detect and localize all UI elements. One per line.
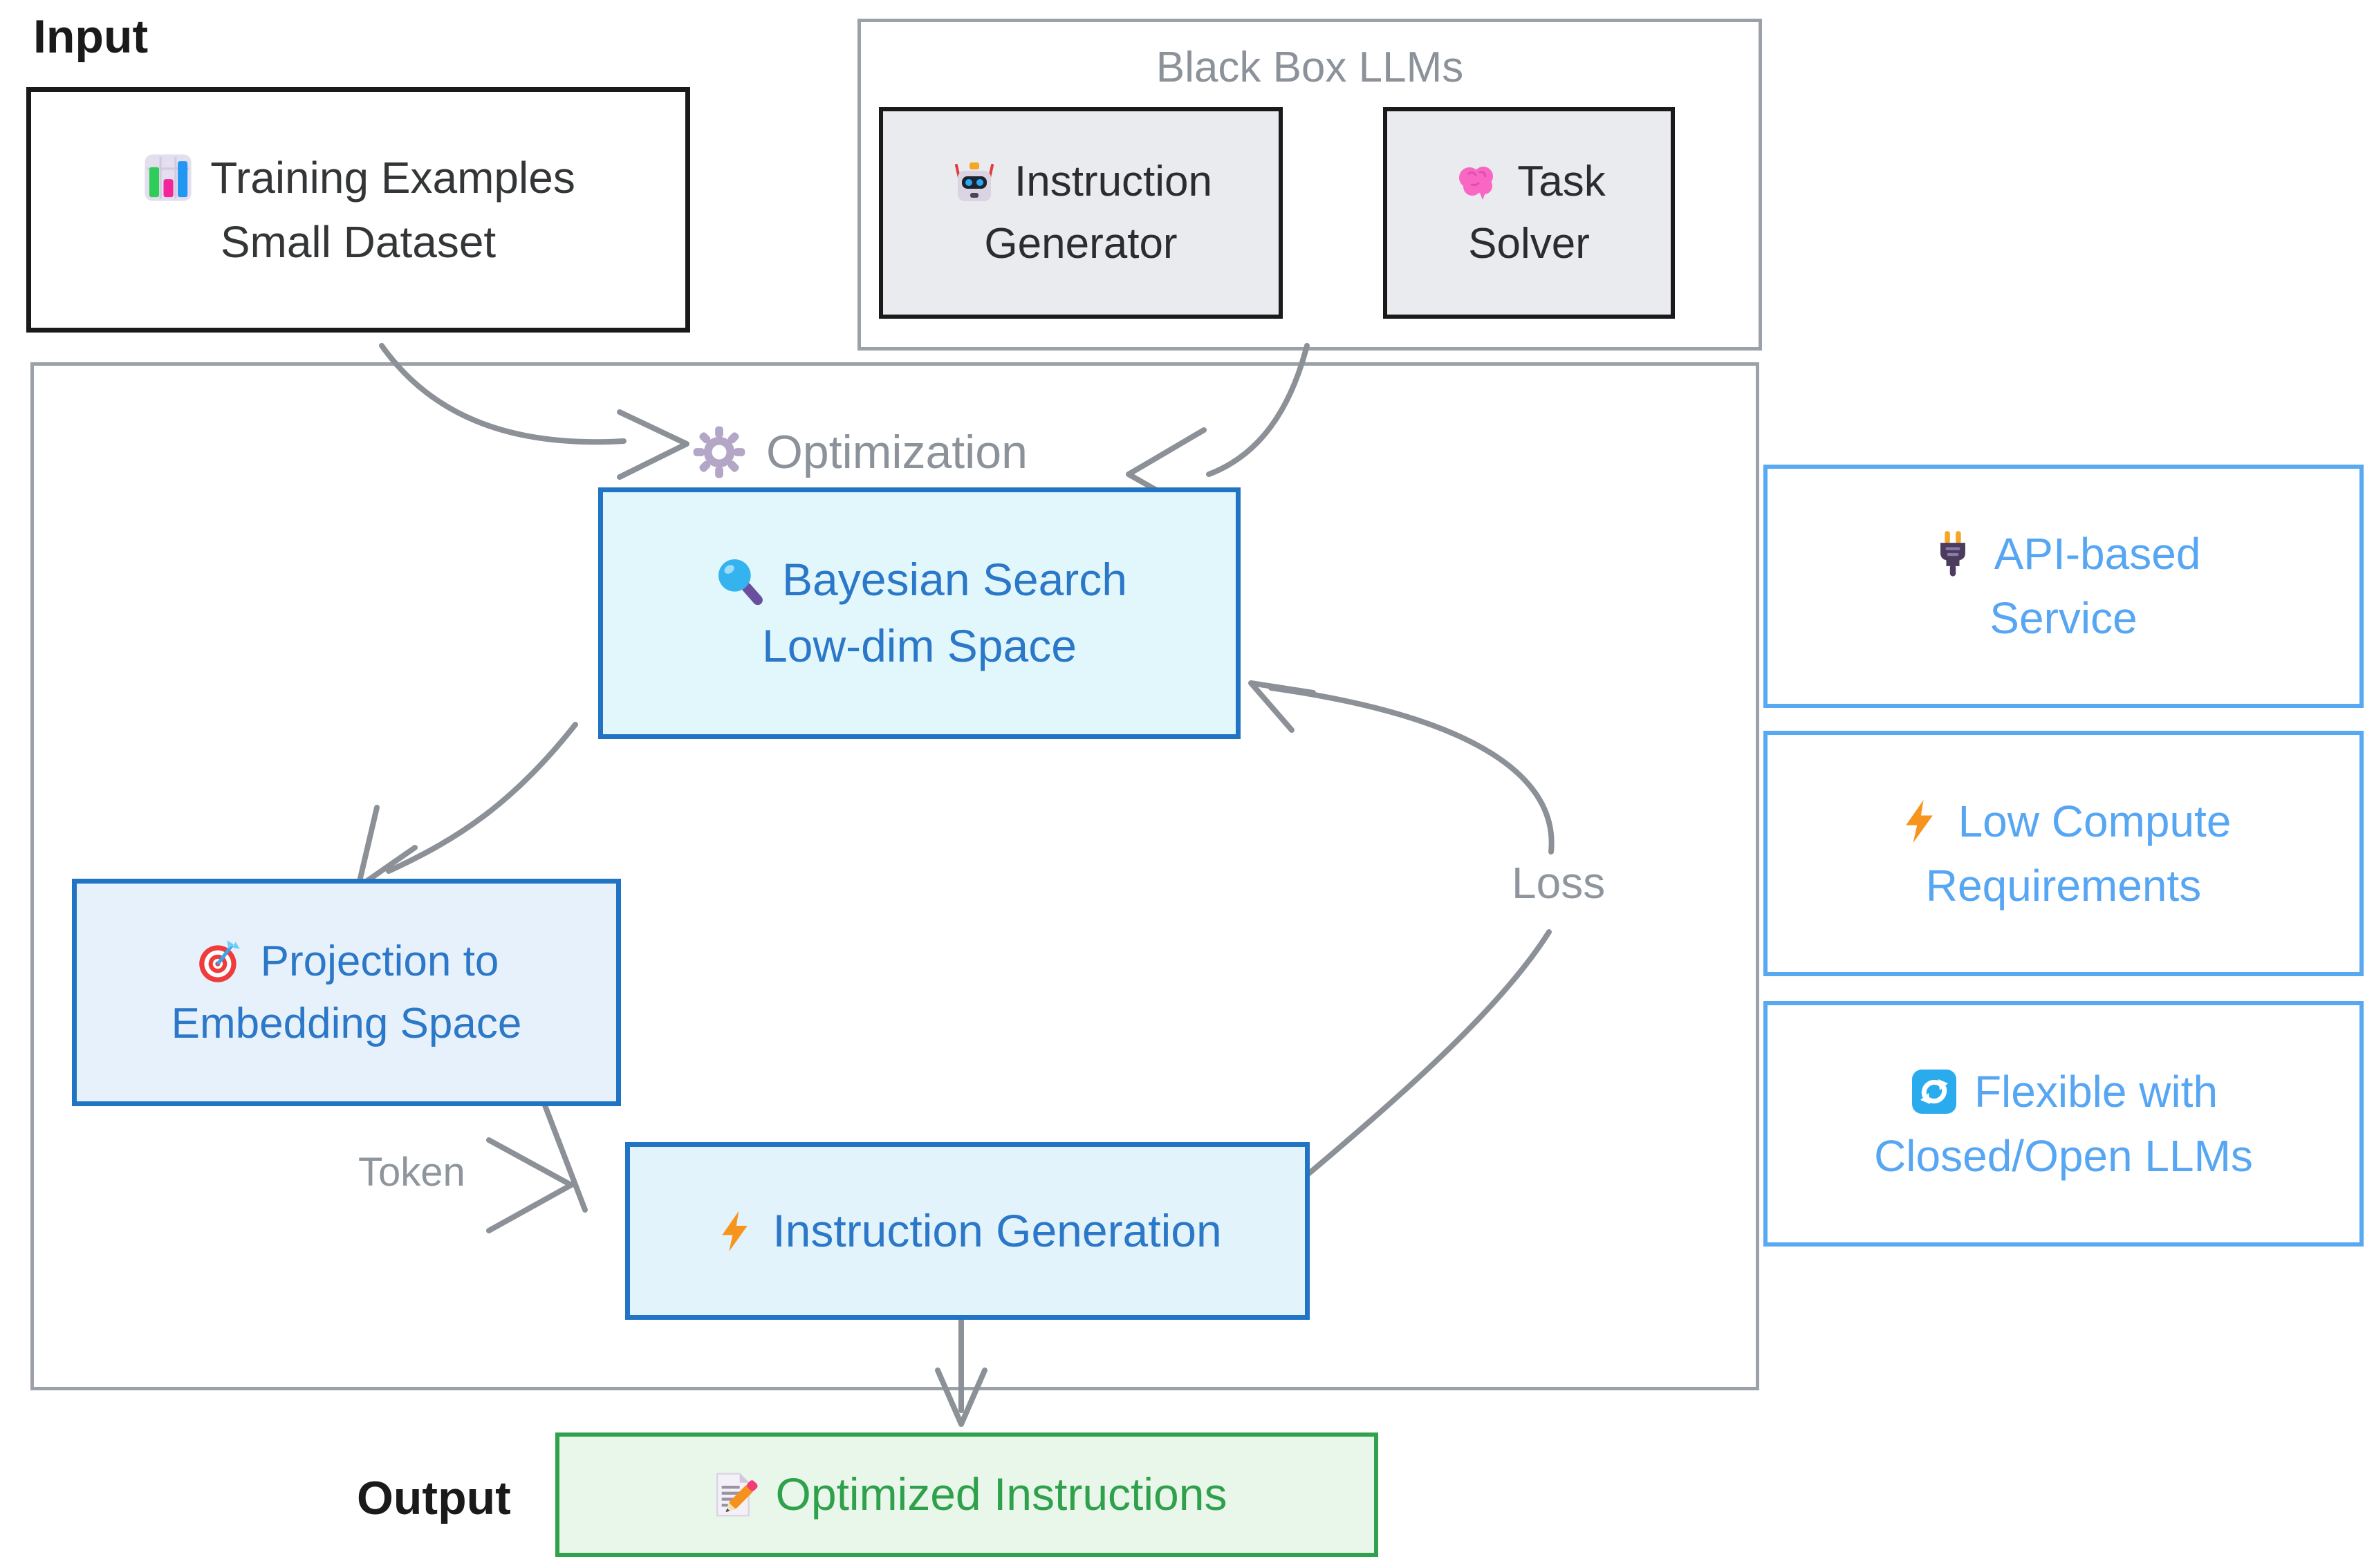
optimized-instructions-label: Optimized Instructions [775,1468,1227,1520]
bayesian-search-line1: Bayesian Search [782,554,1127,606]
lightning-icon [1905,799,1933,843]
gear-icon [693,426,745,478]
magnifier-icon [718,559,763,606]
optimization-title: Optimization [766,426,1028,478]
arrowhead-bayesian-to-projection [355,805,418,890]
feature-flexible-line1: Flexible with [1974,1066,2218,1117]
plug-icon [1940,530,1965,577]
blackbox-llms-title: Black Box LLMs [1156,44,1464,91]
projection-node: Projection to Embedding Space [72,879,621,1106]
edge-bayesian-to-projection [386,722,578,874]
memo-icon [716,1473,758,1517]
arrowhead-training-to-optimization [617,409,689,480]
projection-line2: Embedding Space [171,999,522,1047]
input-label: Input [33,10,149,63]
bayesian-search-line2: Low-dim Space [762,620,1077,671]
task-solver-line2: Solver [1468,220,1590,268]
task-solver-node: Task Solver [1383,107,1675,319]
edge-blackbox-to-optimization [1206,343,1310,477]
arrowhead-loss-to-bayesian [1248,680,1316,733]
edge-loss-lower [1306,929,1552,1177]
feature-lowcompute-line1: Low Compute [1958,796,2232,846]
instruction-generation-node: Instruction Generation [625,1142,1310,1320]
task-solver-line1: Task [1517,158,1606,206]
feature-flexible-line2: Closed/Open LLMs [1874,1130,2253,1181]
target-icon [198,940,240,982]
token-label: Token [358,1150,465,1195]
refresh-icon [1911,1070,1956,1114]
bar-chart-icon [145,154,192,201]
edge-loss-upper [1268,685,1555,855]
instruction-generator-line2: Generator [984,220,1178,268]
feature-api-line2: Service [1990,593,2137,643]
projection-line1: Projection to [260,937,499,985]
brain-icon [1459,167,1494,200]
feature-flexible-llms: Flexible with Closed/Open LLMs [1763,1001,2364,1247]
instruction-generator-node: Instruction Generator [879,107,1283,319]
loss-label: Loss [1512,858,1606,908]
feature-api-line1: API-based [1994,529,2201,579]
training-examples-node: Training Examples Small Dataset [26,87,690,333]
bayesian-search-node: Bayesian Search Low-dim Space [598,487,1241,739]
instruction-generation-label: Instruction Generation [772,1204,1222,1256]
feature-api-based-service: API-based Service [1763,465,2364,708]
arrowhead-projection-to-instructiongen [486,1137,574,1233]
edge-training-to-optimization [379,343,627,445]
training-examples-line2: Small Dataset [220,216,497,267]
robot-icon [954,162,994,202]
edge-projection-to-instructiongen [537,1088,588,1213]
feature-lowcompute-line2: Requirements [1925,860,2202,911]
arrowhead-instructiongen-to-output [935,1368,987,1427]
output-label: Output [357,1472,511,1524]
lightning-icon [722,1211,748,1251]
feature-low-compute: Low Compute Requirements [1763,731,2364,976]
training-examples-line1: Training Examples [210,152,575,203]
optimization-header: Optimization [690,423,1028,481]
optimized-instructions-node: Optimized Instructions [555,1432,1378,1557]
instruction-generator-line1: Instruction [1014,158,1213,206]
